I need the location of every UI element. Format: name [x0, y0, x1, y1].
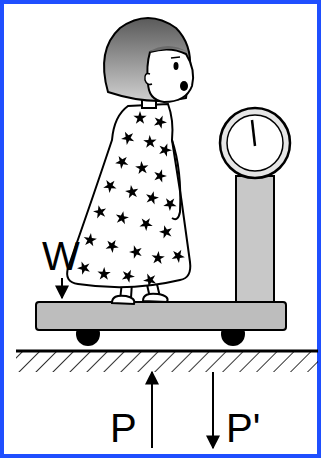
- girl-arm: [172, 140, 180, 219]
- dress-star: [152, 113, 169, 130]
- floor-hatching: [16, 352, 318, 372]
- weight-arrow: [61, 278, 63, 298]
- girl-bangs: [148, 46, 188, 52]
- girl-figure: [67, 18, 193, 304]
- frame-border: [2, 2, 319, 456]
- girl-shoe: [112, 296, 134, 304]
- dress-stars: [75, 111, 187, 289]
- dress-star: [161, 194, 179, 212]
- dress-star: [101, 176, 119, 194]
- scale-column: [236, 176, 274, 304]
- dial-needle: [252, 120, 255, 146]
- dress-star: [113, 152, 131, 170]
- dress-star: [144, 190, 160, 206]
- dress-star: [151, 250, 165, 264]
- scale-dial: [220, 108, 290, 178]
- floor-line: [16, 350, 318, 353]
- dress-star: [158, 223, 176, 241]
- force-label: P': [226, 408, 260, 448]
- dress-star: [134, 159, 151, 176]
- dress-star: [97, 267, 111, 280]
- reaction-arrow: [151, 372, 153, 448]
- dress-star: [124, 183, 141, 201]
- force-label: P: [110, 408, 137, 448]
- dress-star: [142, 133, 159, 150]
- girl-face: [147, 49, 193, 102]
- scale-platform: [36, 302, 286, 330]
- dress-star: [128, 242, 146, 260]
- girl-dress: [67, 104, 190, 287]
- dress-star: [119, 128, 137, 146]
- girl-eyebrow: [171, 57, 180, 58]
- girl-shoe: [143, 294, 168, 302]
- dial-face: [227, 115, 283, 171]
- dress-star: [137, 214, 155, 232]
- dress-star: [141, 270, 159, 288]
- girl-ear: [145, 74, 152, 85]
- dress-star: [92, 203, 110, 221]
- force-label: W: [42, 236, 80, 276]
- dress-star: [120, 267, 137, 284]
- girl-eye: [174, 62, 179, 70]
- dress-star: [169, 247, 187, 264]
- dress-star: [133, 111, 146, 124]
- dress-star: [103, 237, 121, 255]
- pressure-arrow: [212, 372, 214, 448]
- dress-star: [114, 210, 129, 225]
- girl-mouth: [180, 81, 188, 91]
- dress-star: [157, 141, 174, 157]
- dress-star: [83, 232, 98, 246]
- dress-star: [152, 167, 168, 183]
